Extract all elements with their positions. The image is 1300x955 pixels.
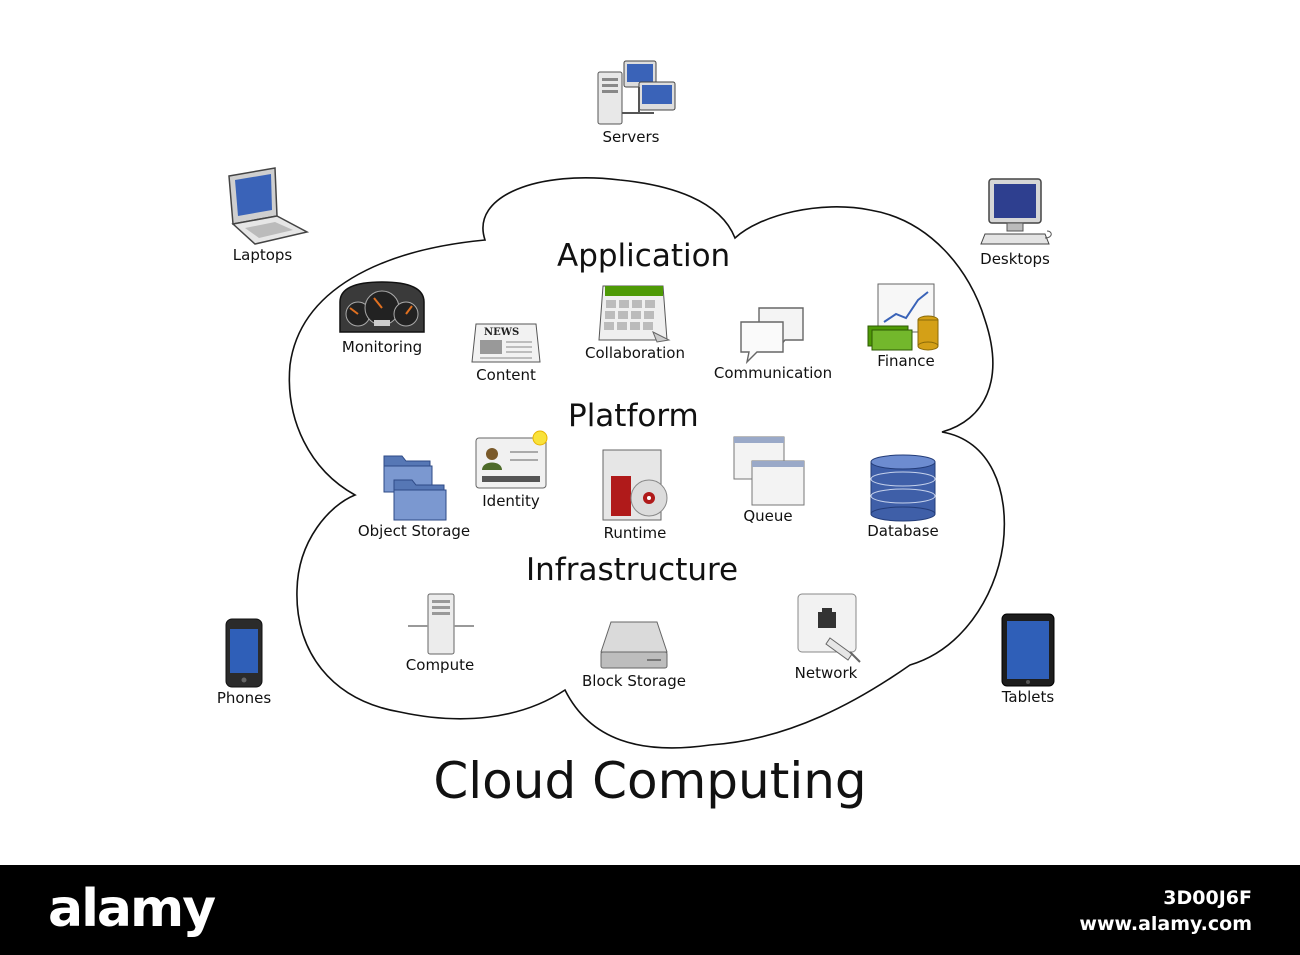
platform-object-storage: Object Storage xyxy=(350,452,478,540)
laptop-icon xyxy=(228,167,310,245)
newspaper-icon: NEWS xyxy=(471,323,541,363)
image-id: 3D00J6F xyxy=(1163,887,1252,909)
client-servers: Servers xyxy=(571,58,691,146)
client-laptops: Laptops xyxy=(205,166,320,264)
application-layer-title: Application xyxy=(557,238,731,274)
diagram-title: Cloud Computing xyxy=(433,752,867,810)
app-monitoring: Monitoring xyxy=(332,280,432,356)
app-content: NEWS Content xyxy=(465,320,547,384)
desktops-label: Desktops xyxy=(980,250,1050,268)
platform-queue: Queue xyxy=(728,435,808,525)
compute-label: Compute xyxy=(405,656,475,674)
phones-label: Phones xyxy=(216,689,272,707)
app-finance: Finance xyxy=(864,282,948,370)
laptops-label: Laptops xyxy=(232,246,293,264)
finance-chart-money-icon xyxy=(867,283,939,351)
platform-database: Database xyxy=(856,452,950,540)
site-url: www.alamy.com xyxy=(1079,913,1252,935)
client-desktops: Desktops xyxy=(965,176,1065,268)
infra-block-storage: Block Storage xyxy=(574,618,694,690)
infra-compute: Compute xyxy=(398,592,482,674)
platform-layer-title: Platform xyxy=(568,398,699,434)
desktop-icon xyxy=(980,178,1052,245)
tablets-label: Tablets xyxy=(1001,688,1055,706)
server-tower-icon xyxy=(408,593,474,655)
communication-label: Communication xyxy=(713,364,833,382)
collaboration-label: Collaboration xyxy=(585,344,685,362)
database-icon xyxy=(870,454,936,522)
alamy-logo: alamy xyxy=(48,879,216,939)
app-collaboration: Collaboration xyxy=(578,282,692,362)
servers-icon xyxy=(597,60,675,125)
platform-identity: Identity xyxy=(468,426,554,510)
platform-runtime: Runtime xyxy=(590,446,680,542)
app-communication: Communication xyxy=(705,306,841,382)
object-storage-label: Object Storage xyxy=(357,522,471,540)
queue-windows-icon xyxy=(733,436,805,506)
content-label: Content xyxy=(476,366,536,384)
news-masthead: NEWS xyxy=(484,327,519,338)
finance-label: Finance xyxy=(877,352,935,370)
chat-bubbles-icon xyxy=(740,307,804,364)
hard-drive-icon xyxy=(600,621,668,669)
runtime-label: Runtime xyxy=(603,524,667,542)
tablet-icon xyxy=(1001,613,1055,687)
infra-network: Network xyxy=(784,592,868,682)
gauge-dashboard-icon xyxy=(339,281,425,333)
monitoring-label: Monitoring xyxy=(341,338,423,356)
folders-icon xyxy=(383,455,447,521)
id-card-icon xyxy=(475,430,548,489)
block-storage-label: Block Storage xyxy=(581,672,687,690)
runtime-box-disc-icon xyxy=(602,449,668,521)
identity-label: Identity xyxy=(482,492,540,510)
diagram-canvas: Application Platform Infrastructure Serv… xyxy=(205,58,1066,810)
calendar-icon xyxy=(598,285,671,343)
cloud-outline xyxy=(288,177,1006,749)
queue-label: Queue xyxy=(743,507,793,525)
network-label: Network xyxy=(794,664,858,682)
client-tablets: Tablets xyxy=(990,612,1066,706)
infrastructure-layer-title: Infrastructure xyxy=(526,552,739,588)
network-port-icon xyxy=(797,593,861,663)
database-label: Database xyxy=(867,522,939,540)
servers-label: Servers xyxy=(602,128,660,146)
phone-icon xyxy=(225,618,263,688)
client-phones: Phones xyxy=(205,617,283,707)
watermark-footer: alamy 3D00J6F www.alamy.com xyxy=(0,865,1300,955)
